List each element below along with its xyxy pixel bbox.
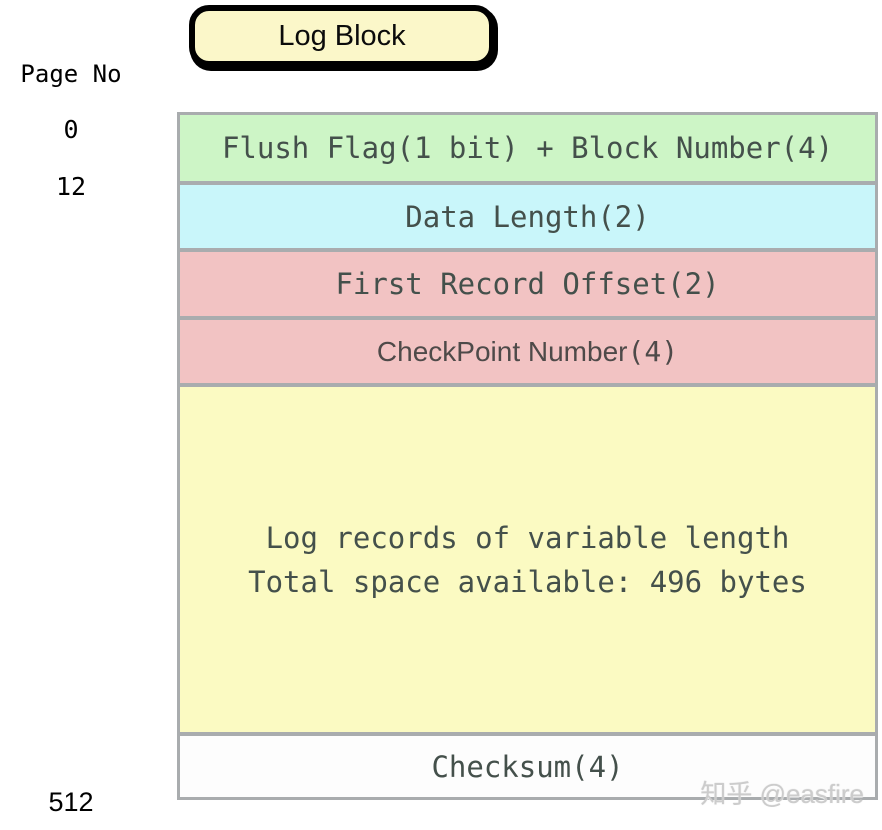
row-log-records-line2: Total space available: 496 bytes	[248, 564, 807, 599]
row-first-record-offset-label: First Record Offset(2)	[335, 267, 720, 301]
row-first-record-offset: First Record Offset(2)	[180, 252, 875, 320]
row-checksum: Checksum(4)	[180, 736, 875, 797]
row-flush-flag-block-number: Flush Flag(1 bit) + Block Number(4)	[180, 115, 875, 185]
row-flush-flag-block-number-label: Flush Flag(1 bit) + Block Number(4)	[221, 131, 834, 165]
page-marker-12: 12	[55, 172, 87, 201]
row-checkpoint-number-label: CheckPoint Number	[376, 335, 628, 367]
page-marker-0: 0	[63, 115, 79, 144]
row-log-records-body: Log records of variable length Total spa…	[180, 387, 875, 736]
watermark: 知乎 @easfire	[700, 779, 864, 809]
row-checksum-label: Checksum(4)	[431, 749, 624, 784]
row-data-length: Data Length(2)	[180, 185, 875, 252]
row-data-length-label: Data Length(2)	[405, 199, 650, 234]
log-block-structure-table: Flush Flag(1 bit) + Block Number(4) Data…	[177, 112, 878, 800]
row-log-records-line1: Log records of variable length	[265, 520, 790, 555]
row-checkpoint-number: CheckPoint Number(4)	[180, 320, 875, 387]
page-no-axis-label: Page No	[20, 60, 122, 88]
log-block-title-box: Log Block	[189, 5, 495, 67]
log-block-title: Log Block	[278, 19, 406, 52]
page-marker-512: 512	[48, 787, 94, 817]
row-checkpoint-number-size: (4)	[627, 335, 679, 368]
